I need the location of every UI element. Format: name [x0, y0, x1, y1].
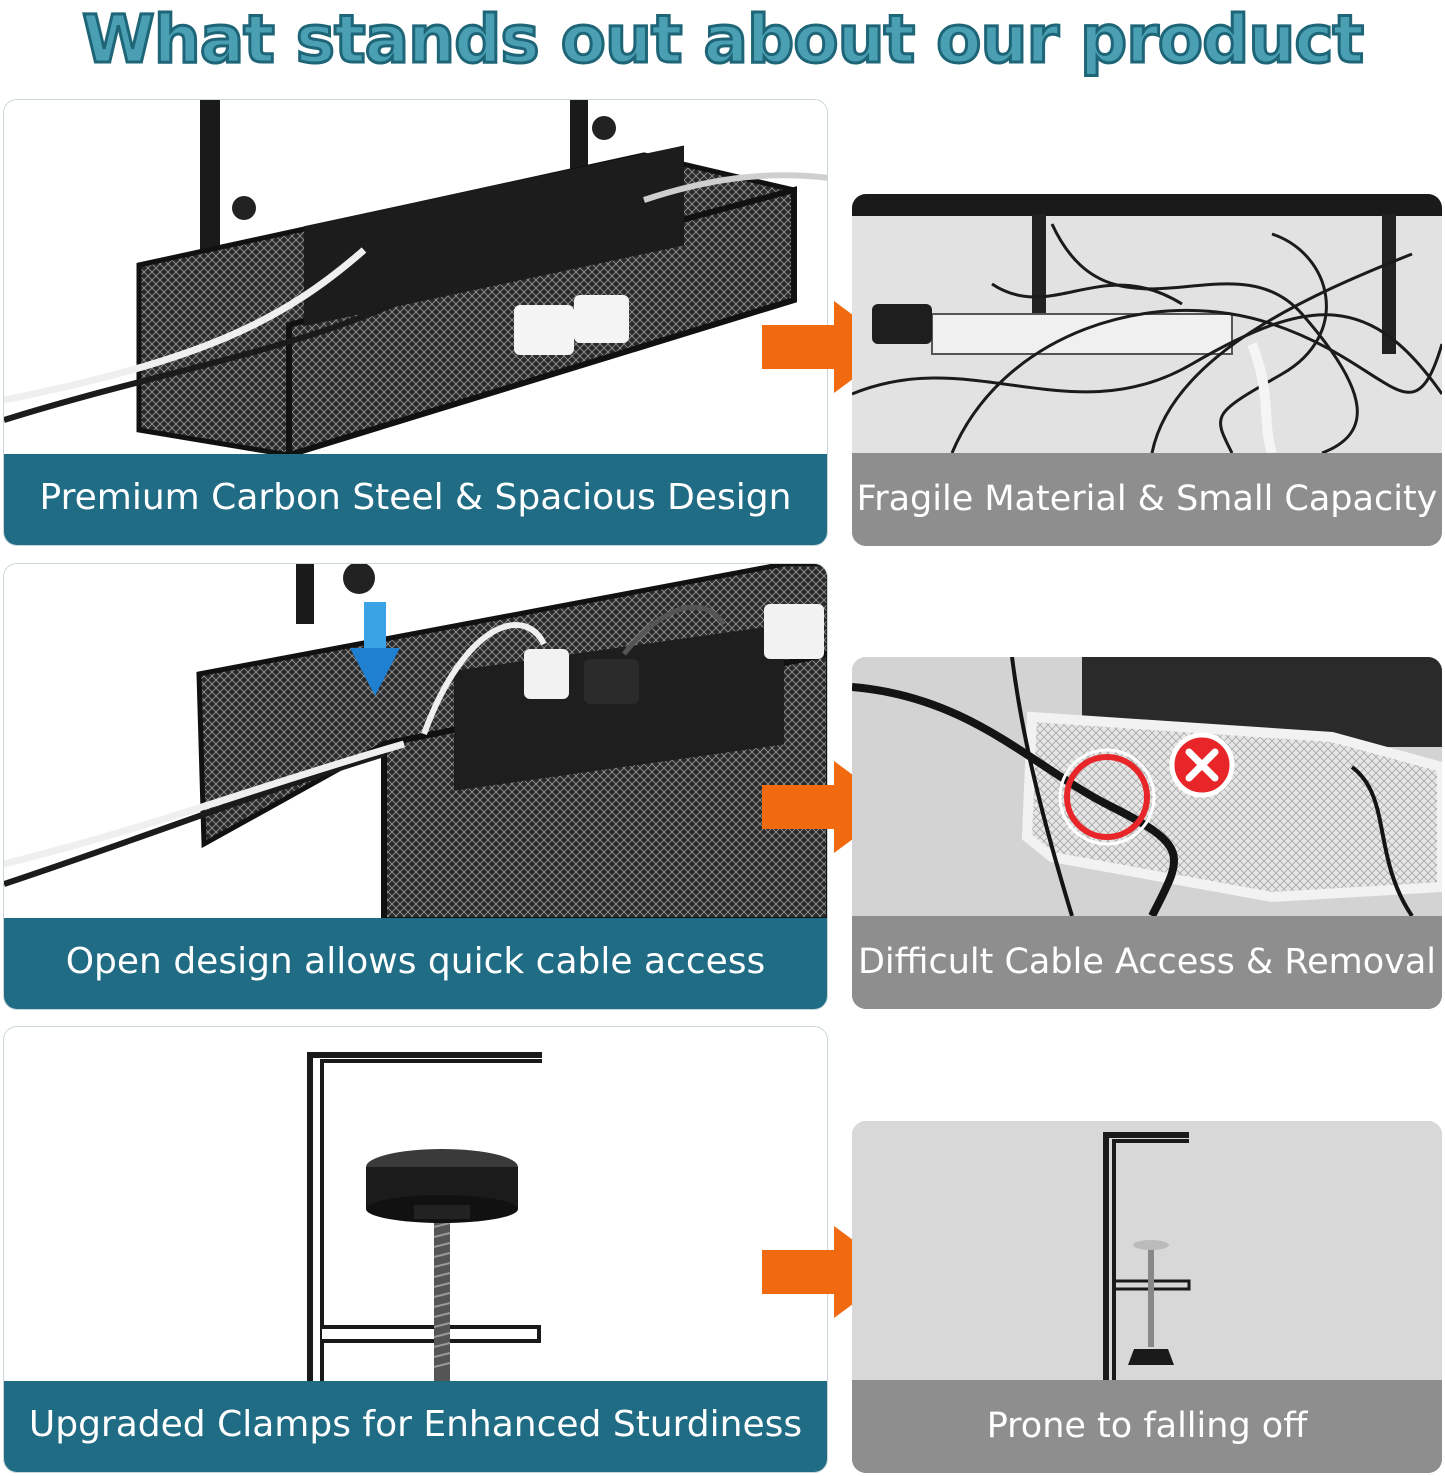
others-card-access: Difficult Cable Access & Removal [852, 657, 1442, 1009]
clamp-photo [4, 1027, 827, 1383]
ours-card-access: Open design allows quick cable access [3, 563, 828, 1010]
others-card-material: Fragile Material & Small Capacity [852, 194, 1442, 546]
error-x-icon [1169, 732, 1235, 798]
others-caption-clamp: Prone to falling off [852, 1380, 1442, 1473]
ours-card-clamp: Upgraded Clamps for Enhanced Sturdiness [3, 1026, 828, 1473]
down-arrow-icon [350, 602, 400, 696]
others-caption-material: Fragile Material & Small Capacity [852, 453, 1442, 546]
page-title: What stands out about our product [80, 0, 1365, 80]
others-card-clamp: Prone to falling off [852, 1121, 1442, 1473]
closed-basket-photo [852, 657, 1442, 918]
weak-clamp-photo [852, 1121, 1442, 1380]
open-basket-photo [4, 564, 827, 923]
ours-caption-clamp: Upgraded Clamps for Enhanced Sturdiness [4, 1381, 827, 1472]
ours-caption-material: Premium Carbon Steel & Spacious Design [4, 454, 827, 545]
ours-card-material: Premium Carbon Steel & Spacious Design [3, 99, 828, 546]
ours-caption-access: Open design allows quick cable access [4, 918, 827, 1009]
messy-cables-photo [852, 194, 1442, 455]
product-basket-photo [4, 100, 827, 460]
others-caption-access: Difficult Cable Access & Removal [852, 916, 1442, 1009]
